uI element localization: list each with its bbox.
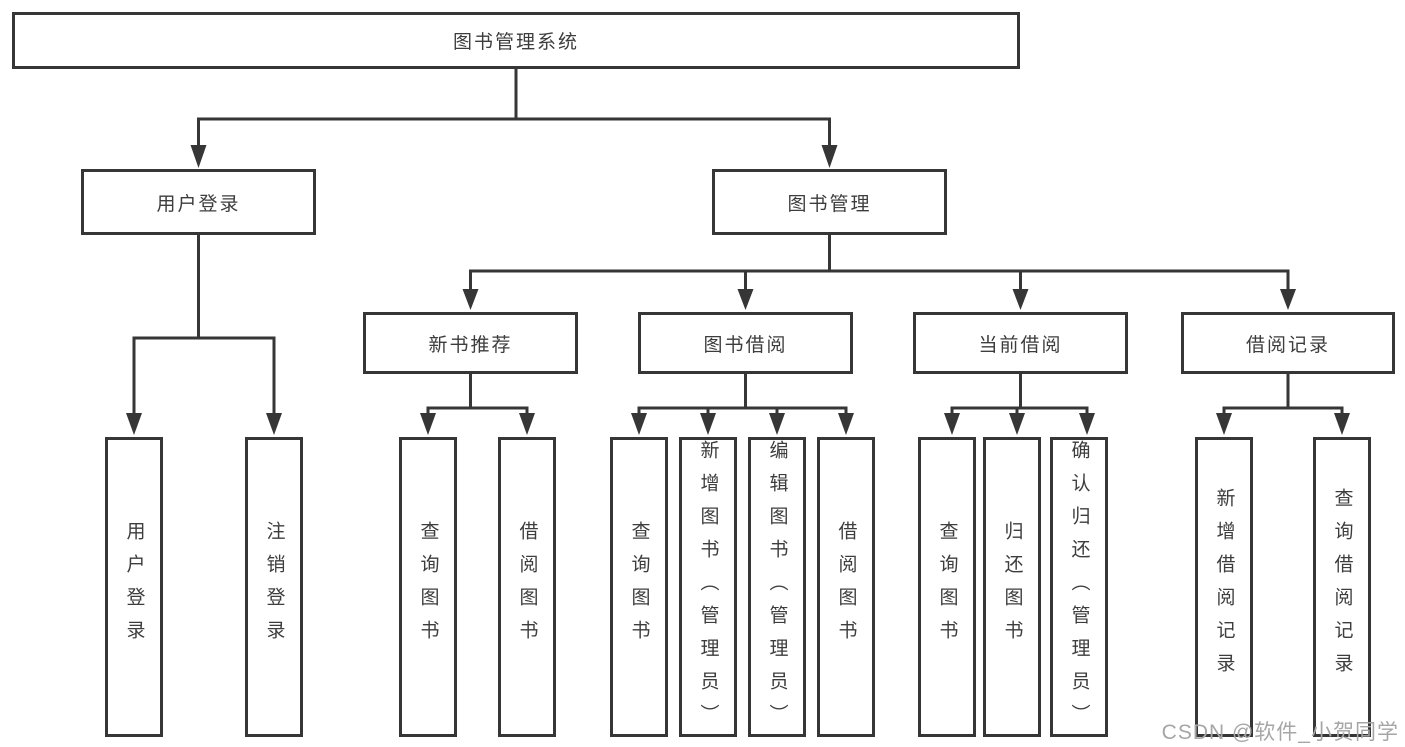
- leaf-br-add-record: 新增借阅记录: [1195, 437, 1253, 737]
- leaf-cb-confirm-return-admin: 确认归还（管理员）: [1050, 437, 1108, 737]
- leaf-cb-return-books: 归还图书: [983, 437, 1041, 737]
- connector-user-login-children: [132, 235, 276, 415]
- csdn-watermark: CSDN @软件_小贺同学: [1161, 721, 1399, 744]
- leaf-cb-query-books-label: 查询图书: [936, 521, 958, 653]
- connector-book-management-to-level3: [469, 235, 1290, 291]
- node-current-borrow-label: 当前借阅: [978, 334, 1063, 356]
- node-book-management: 图书管理: [712, 169, 947, 235]
- arrowheads-user-login-children: [126, 413, 282, 435]
- leaf-nbr-query-books-label: 查询图书: [417, 521, 439, 653]
- leaf-br-add-record-label: 新增借阅记录: [1213, 488, 1235, 686]
- leaf-user-login: 用户登录: [105, 437, 163, 737]
- node-root-label: 图书管理系统: [452, 32, 579, 53]
- connector-level3-children: [426, 374, 1344, 416]
- node-new-book-recommend: 新书推荐: [363, 312, 578, 374]
- node-root-library-management-system: 图书管理系统: [12, 12, 1020, 69]
- node-book-borrow: 图书借阅: [638, 312, 853, 374]
- node-new-book-recommend-label: 新书推荐: [428, 334, 513, 356]
- leaf-logout: 注销登录: [245, 437, 303, 737]
- leaf-br-query-record: 查询借阅记录: [1313, 437, 1371, 737]
- node-current-borrow: 当前借阅: [913, 312, 1128, 374]
- leaf-cb-return-books-label: 归还图书: [1001, 521, 1023, 653]
- leaf-bb-add-books-admin: 新增图书（管理员）: [679, 437, 737, 737]
- connector-root-to-level2: [197, 69, 831, 147]
- node-user-login-label: 用户登录: [156, 193, 241, 215]
- leaf-logout-label: 注销登录: [263, 521, 285, 653]
- leaf-bb-edit-books-admin: 编辑图书（管理员）: [748, 437, 806, 737]
- leaf-bb-edit-books-admin-label: 编辑图书（管理员）: [766, 440, 788, 737]
- node-user-login: 用户登录: [81, 169, 316, 235]
- node-borrow-records: 借阅记录: [1181, 312, 1395, 374]
- leaf-cb-query-books: 查询图书: [918, 437, 976, 737]
- leaf-nbr-query-books: 查询图书: [399, 437, 457, 737]
- arrowheads-leaves: [420, 413, 1350, 435]
- leaf-bb-borrow-books-label: 借阅图书: [835, 521, 857, 653]
- leaf-user-login-label: 用户登录: [123, 521, 145, 653]
- arrowheads-level3: [462, 289, 1296, 310]
- node-book-management-label: 图书管理: [787, 193, 872, 215]
- leaf-nbr-borrow-books: 借阅图书: [498, 437, 556, 737]
- leaf-br-query-record-label: 查询借阅记录: [1331, 488, 1353, 686]
- leaf-nbr-borrow-books-label: 借阅图书: [516, 521, 538, 653]
- leaf-cb-confirm-return-admin-label: 确认归还（管理员）: [1068, 440, 1090, 737]
- arrowheads-level2: [190, 145, 838, 168]
- leaf-bb-query-books: 查询图书: [610, 437, 668, 737]
- node-borrow-records-label: 借阅记录: [1245, 334, 1330, 356]
- leaf-bb-borrow-books: 借阅图书: [817, 437, 875, 737]
- leaf-bb-query-books-label: 查询图书: [628, 521, 650, 653]
- node-book-borrow-label: 图书借阅: [703, 334, 788, 356]
- leaf-bb-add-books-admin-label: 新增图书（管理员）: [697, 440, 719, 737]
